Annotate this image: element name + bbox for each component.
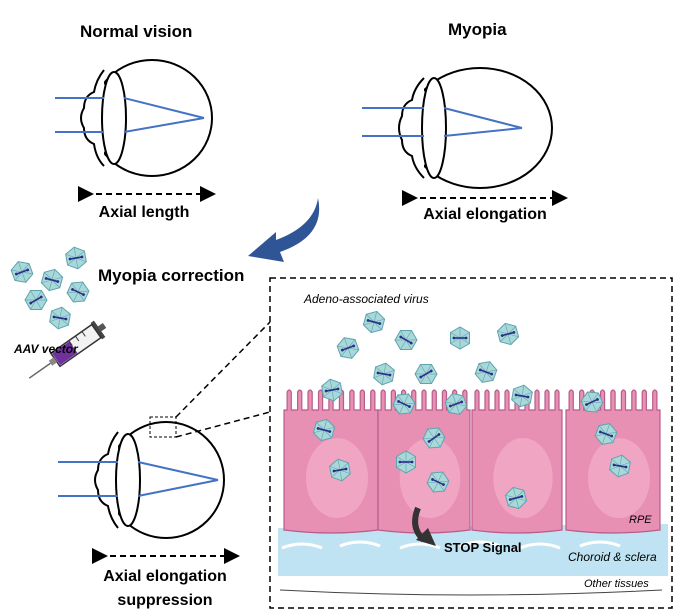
aav-particle-icon xyxy=(396,450,416,474)
choroid-layer xyxy=(278,524,668,596)
aav-particle-icon xyxy=(580,391,604,413)
aav-particle-icon xyxy=(504,486,528,510)
axial-elongation-suppression-line1: Axial elongation xyxy=(103,568,227,585)
aav-particle-icon xyxy=(373,362,395,386)
aav-vector-label: AAV vector xyxy=(14,342,78,356)
stop-signal-arrow xyxy=(412,506,436,546)
rpe-label: RPE xyxy=(629,514,652,526)
axial-elongation-suppression-line2: suppression xyxy=(117,592,213,609)
aav-particle-icon xyxy=(40,268,64,292)
aav-particle-icon xyxy=(10,261,34,283)
axial-elongation-label: Axial elongation xyxy=(423,206,547,223)
aav-particle-icon xyxy=(312,418,336,442)
aav-particle-icon xyxy=(362,310,386,334)
aav-particle-icon xyxy=(329,458,351,482)
aav-particle-icon xyxy=(474,361,498,383)
choroid-sclera-label: Choroid & sclera xyxy=(568,550,657,564)
aav-particles-inset xyxy=(312,310,631,510)
aav-particle-icon xyxy=(392,393,416,415)
aav-particle-icon xyxy=(414,363,438,385)
other-tissues-label: Other tissues xyxy=(584,578,649,590)
aav-particle-icon xyxy=(336,337,360,359)
syringe-icon xyxy=(28,320,107,379)
aav-particle-icon xyxy=(511,384,533,408)
aav-particle-icon xyxy=(496,322,520,346)
aav-particle-icon xyxy=(450,326,470,350)
aav-particle-icon xyxy=(426,471,450,493)
myopia-title: Myopia xyxy=(448,20,507,39)
aav-particle-icon xyxy=(609,454,631,478)
normal-eye xyxy=(55,59,216,202)
aav-particle-icon xyxy=(24,289,48,311)
aav-particle-icon xyxy=(444,393,468,415)
myopia-correction-title: Myopia correction xyxy=(98,266,245,285)
aav-particle-icon xyxy=(422,427,446,449)
aav-inset-label: Adeno-associated virus xyxy=(304,292,429,306)
inset-box xyxy=(269,277,673,609)
zoom-connectors xyxy=(175,321,271,438)
aav-particle-icon xyxy=(594,423,618,445)
aav-particle-icon xyxy=(66,281,90,303)
aav-particles-left xyxy=(10,246,90,330)
aav-particle-icon xyxy=(65,246,87,270)
progression-arrow xyxy=(248,198,320,262)
aav-particle-icon xyxy=(321,378,343,402)
treated-eye xyxy=(58,416,240,564)
aav-particle-icon xyxy=(49,306,71,330)
axial-length-label: Axial length xyxy=(98,204,190,221)
normal-vision-title: Normal vision xyxy=(80,22,193,41)
aav-particle-icon xyxy=(394,329,418,351)
stop-signal-label: STOP Signal xyxy=(444,540,522,555)
myopic-eye xyxy=(362,67,568,206)
